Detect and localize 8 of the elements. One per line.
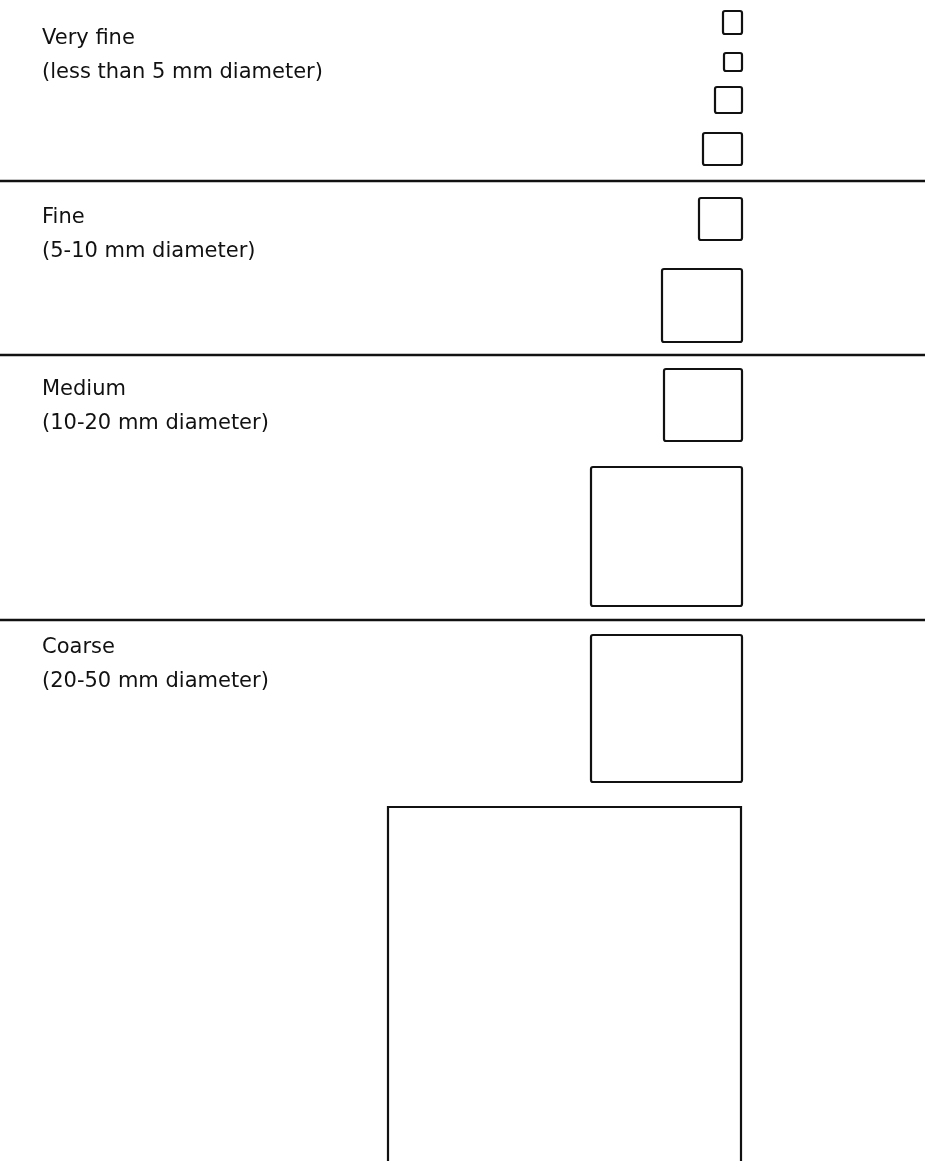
size-class-label: Very fine (42, 24, 135, 50)
diameter-range-text: (5-10 mm diameter) (42, 237, 256, 263)
diameter-range-text: (20-50 mm diameter) (42, 667, 269, 693)
size-class-label: Coarse (42, 633, 115, 659)
size-class-label: Medium (42, 375, 126, 401)
size-class-label: Fine (42, 203, 85, 229)
diameter-range-text: (less than 5 mm diameter) (42, 58, 323, 84)
diameter-range-text: (10-20 mm diameter) (42, 409, 269, 435)
